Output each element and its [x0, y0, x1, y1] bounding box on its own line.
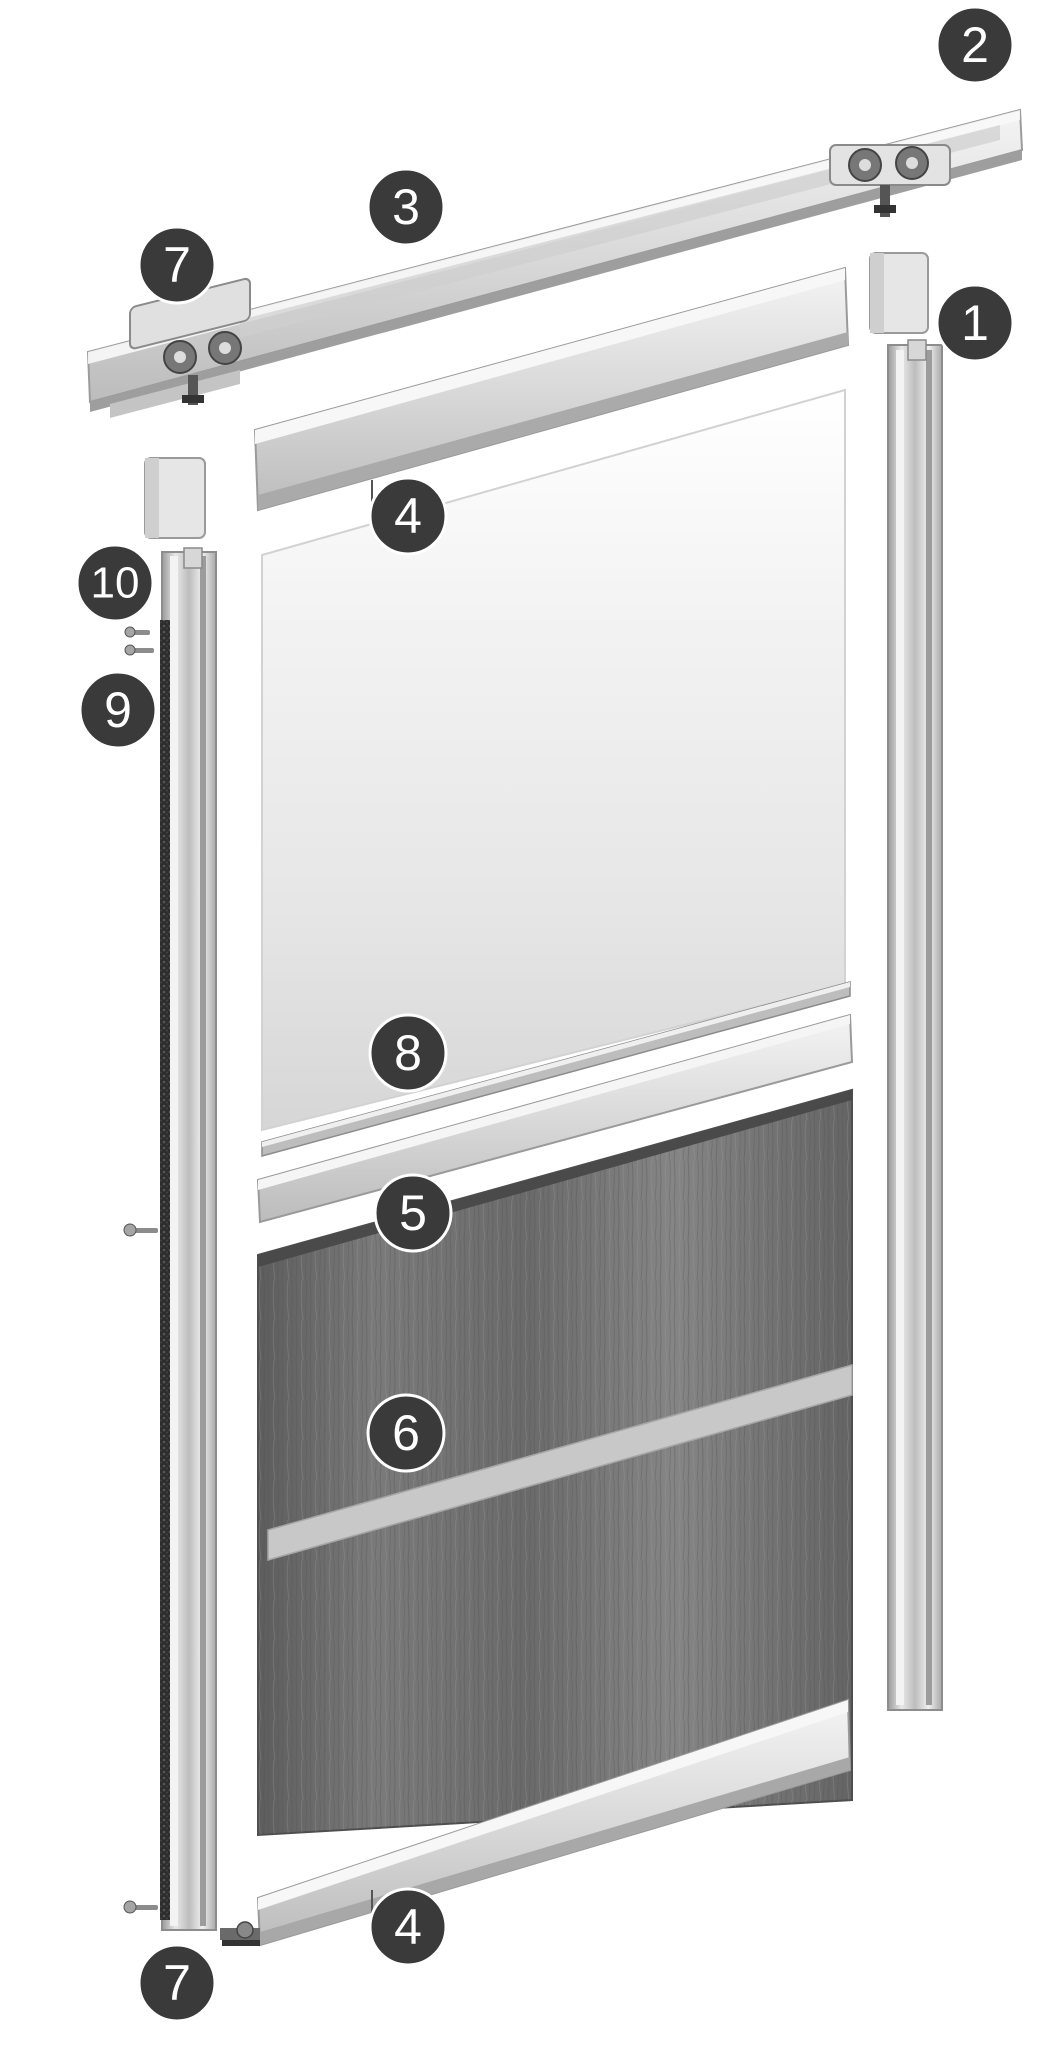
- callout-6: 6: [366, 1393, 446, 1473]
- callout-7-bottom: 7: [137, 1943, 217, 2023]
- trolley-top-right: [829, 144, 951, 217]
- screw-small-bottom: [124, 644, 154, 656]
- svg-text:1: 1: [961, 295, 989, 351]
- callout-3: 3: [366, 167, 446, 247]
- svg-text:7: 7: [163, 1955, 191, 2011]
- callout-1: 1: [935, 283, 1015, 363]
- callout-2: 2: [935, 5, 1015, 85]
- svg-text:2: 2: [961, 17, 989, 73]
- middle-horizontal-profile: [256, 1013, 854, 1224]
- callout-5: 5: [373, 1173, 453, 1253]
- svg-text:9: 9: [104, 682, 132, 738]
- bottom-guide: [220, 1921, 260, 1946]
- callout-10: 10: [75, 543, 155, 623]
- svg-text:6: 6: [392, 1405, 420, 1461]
- callout-7-top: 7: [137, 225, 217, 305]
- screw-mid: [123, 1223, 158, 1237]
- top-cap-right: [869, 252, 929, 334]
- top-cap-left: [144, 457, 206, 539]
- right-vertical-post: [887, 339, 943, 1711]
- svg-text:4: 4: [394, 1899, 422, 1955]
- screw-bottom: [123, 1900, 158, 1914]
- trolley-top-left: [129, 277, 251, 405]
- top-rail: [86, 108, 1024, 418]
- svg-text:8: 8: [394, 1025, 422, 1081]
- svg-text:10: 10: [91, 559, 140, 608]
- svg-text:3: 3: [392, 179, 420, 235]
- callout-8: 8: [368, 1013, 448, 1093]
- svg-text:4: 4: [394, 488, 422, 544]
- screw-small-top: [124, 626, 150, 638]
- left-vertical-post: [161, 547, 217, 1931]
- panel-divider-strip: [267, 1364, 853, 1561]
- middle-divider-profile: [261, 981, 851, 1157]
- svg-text:5: 5: [399, 1185, 427, 1241]
- brush-seal-strip: [160, 620, 170, 1920]
- callout-9: 9: [78, 670, 158, 750]
- callout-4-bottom: 4: [368, 1887, 448, 1967]
- svg-text:7: 7: [163, 237, 191, 293]
- top-horizontal-profile: [253, 266, 850, 512]
- callout-4-top: 4: [368, 476, 448, 556]
